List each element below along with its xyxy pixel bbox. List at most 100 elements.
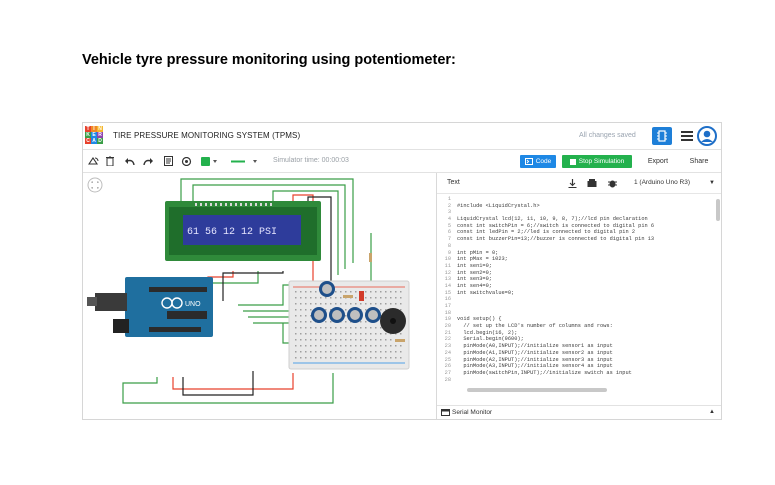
code-line[interactable] bbox=[457, 196, 715, 203]
breadboard[interactable] bbox=[288, 280, 410, 370]
line-number: 12 bbox=[444, 269, 451, 276]
wire-type-icon[interactable] bbox=[231, 154, 261, 168]
line-number: 20 bbox=[444, 323, 451, 330]
logo-letter: D bbox=[97, 138, 103, 144]
share-button[interactable]: Share bbox=[689, 158, 709, 165]
code-line[interactable]: void setup() { bbox=[457, 316, 502, 323]
line-number: 23 bbox=[444, 343, 451, 350]
code-panel-header: Text 1 (Arduino Uno R3) ▼ bbox=[437, 173, 721, 194]
toolbar: Simulator time: 00:00:03 Code Stop Simul… bbox=[83, 150, 721, 173]
code-line[interactable]: int sen2=0; bbox=[457, 269, 492, 276]
logo-letter: C bbox=[85, 138, 91, 144]
logo-letter: N bbox=[97, 126, 103, 132]
line-number: 19 bbox=[444, 316, 451, 323]
code-line[interactable] bbox=[457, 377, 715, 384]
undo-icon[interactable] bbox=[125, 154, 135, 168]
code-line[interactable]: lcd.begin(16, 2); bbox=[457, 329, 518, 336]
potentiometer[interactable] bbox=[311, 281, 381, 323]
notes-icon[interactable] bbox=[163, 154, 173, 168]
serial-monitor-bar[interactable]: Serial Monitor ▲ bbox=[437, 405, 721, 419]
line-number: 17 bbox=[444, 303, 451, 309]
user-avatar-icon[interactable] bbox=[697, 126, 717, 146]
redo-icon[interactable] bbox=[143, 154, 153, 168]
line-number: 6 bbox=[447, 229, 451, 236]
project-title[interactable]: TIRE PRESSURE MONITORING SYSTEM (TPMS) bbox=[113, 131, 301, 140]
code-line[interactable]: int sen3=0; bbox=[457, 276, 492, 283]
simulator-time: Simulator time: 00:00:03 bbox=[273, 157, 349, 164]
code-line[interactable]: int pMax = 1023; bbox=[457, 256, 508, 263]
line-number: 8 bbox=[447, 242, 451, 249]
line-number: 28 bbox=[444, 376, 451, 383]
line-number: 4 bbox=[447, 216, 451, 223]
zoom-fit-icon[interactable] bbox=[87, 177, 103, 193]
line-number: 15 bbox=[444, 289, 451, 296]
line-number: 13 bbox=[444, 276, 451, 283]
horizontal-scrollbar[interactable] bbox=[455, 388, 715, 392]
line-number: 3 bbox=[447, 209, 451, 216]
serial-monitor-icon bbox=[441, 409, 450, 416]
code-line[interactable]: pinMode(A3,INPUT);//initialize sensor4 a… bbox=[457, 363, 613, 370]
code-line[interactable] bbox=[457, 296, 715, 303]
debugger-icon[interactable] bbox=[605, 176, 619, 190]
line-number: 21 bbox=[444, 329, 451, 336]
lcd-text: 61 56 12 12 PSI bbox=[187, 227, 277, 238]
code-line[interactable]: Serial.begin(9600); bbox=[457, 336, 524, 343]
code-button[interactable]: Code bbox=[520, 155, 556, 168]
code-line[interactable] bbox=[457, 303, 715, 310]
code-line[interactable]: const int buzzerPin=13;//buzzer is conne… bbox=[457, 236, 655, 243]
code-line[interactable]: const int switchPin = 6;//switch is conn… bbox=[457, 222, 655, 229]
circuit-canvas[interactable]: 61 56 12 12 PSI UNO bbox=[83, 173, 435, 419]
delete-icon[interactable] bbox=[105, 154, 115, 168]
circuit-drawing[interactable]: 61 56 12 12 PSI UNO bbox=[83, 173, 435, 419]
library-icon[interactable] bbox=[585, 176, 599, 190]
code-line[interactable]: int switchvalue=0; bbox=[457, 289, 515, 296]
line-number: 5 bbox=[447, 222, 451, 229]
code-button-label: Code bbox=[535, 158, 552, 165]
usb-connector bbox=[95, 293, 127, 311]
export-button[interactable]: Export bbox=[647, 158, 669, 165]
download-icon[interactable] bbox=[565, 176, 579, 190]
code-line[interactable]: int sen1=0; bbox=[457, 262, 492, 269]
code-line[interactable] bbox=[457, 243, 715, 250]
line-number: 26 bbox=[444, 363, 451, 370]
line-number: 24 bbox=[444, 349, 451, 356]
circuit-view-icon[interactable] bbox=[652, 127, 672, 145]
code-line[interactable]: int pMin = 0; bbox=[457, 249, 499, 256]
code-icon bbox=[524, 158, 533, 165]
vertical-scrollbar[interactable] bbox=[716, 196, 720, 386]
device-select[interactable]: 1 (Arduino Uno R3) bbox=[634, 179, 690, 186]
led[interactable] bbox=[359, 291, 364, 301]
code-line[interactable]: pinMode(A0,INPUT);//initialize sensor1 a… bbox=[457, 343, 613, 350]
eye-icon[interactable] bbox=[180, 154, 192, 168]
code-lines[interactable]: #include <LiquidCrystal.h> LiquidCrystal … bbox=[457, 196, 715, 383]
code-line[interactable]: pinMode(A1,INPUT);//initialize sensor2 a… bbox=[457, 349, 613, 356]
stop-simulation-label: Stop Simulation bbox=[578, 158, 625, 165]
chevron-down-icon[interactable]: ▼ bbox=[709, 180, 715, 186]
code-line[interactable] bbox=[457, 310, 715, 317]
code-line[interactable]: int sen4=0; bbox=[457, 282, 492, 289]
logo-letter: E bbox=[91, 132, 97, 138]
power-jack bbox=[113, 319, 129, 333]
code-line[interactable]: LiquidCrystal lcd(12, 11, 10, 9, 8, 7);/… bbox=[457, 216, 648, 223]
code-line[interactable]: pinMode(switchPin,INPUT);//initialize sw… bbox=[457, 369, 632, 376]
code-line[interactable] bbox=[457, 209, 715, 216]
code-line[interactable]: // set up the LCD's number of columns an… bbox=[457, 323, 613, 330]
color-swatch-icon[interactable] bbox=[201, 154, 219, 168]
stop-simulation-button[interactable]: Stop Simulation bbox=[562, 155, 632, 168]
line-number: 25 bbox=[444, 356, 451, 363]
line-number: 11 bbox=[444, 262, 451, 269]
code-line[interactable]: const int ledPin = 2;//led is connected … bbox=[457, 229, 636, 236]
save-status: All changes saved bbox=[579, 132, 636, 139]
code-mode-select[interactable]: Text bbox=[447, 179, 460, 186]
chevron-up-icon[interactable]: ▲ bbox=[709, 409, 715, 415]
line-number: 1 bbox=[447, 196, 451, 202]
component-list-icon[interactable] bbox=[677, 127, 697, 145]
code-line[interactable]: pinMode(A2,INPUT);//initialize sensor3 a… bbox=[457, 356, 613, 363]
logo-letter: A bbox=[91, 138, 97, 144]
rotate-icon[interactable] bbox=[87, 154, 99, 168]
code-line[interactable]: #include <LiquidCrystal.h> bbox=[457, 202, 540, 209]
